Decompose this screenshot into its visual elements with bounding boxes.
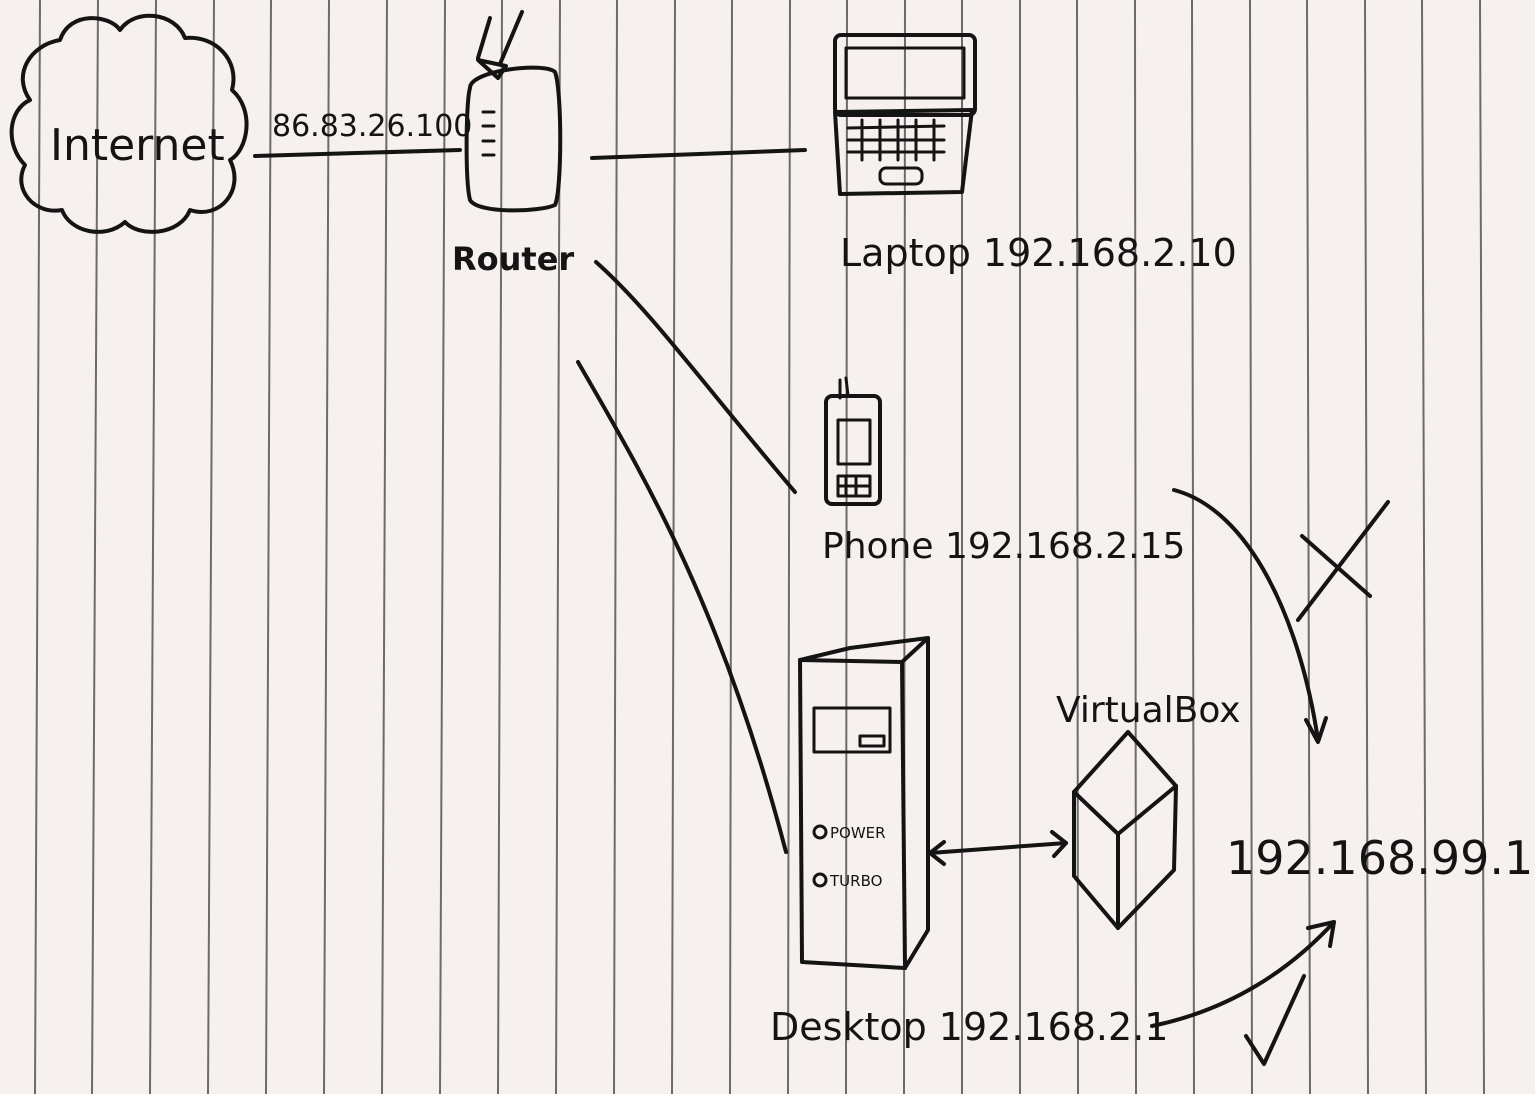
turbo-led	[812, 872, 828, 888]
desktop-turbo-label: TURBO	[829, 872, 882, 890]
phone-vm-arrow	[1172, 488, 1328, 744]
desktop-vm-arrow	[1150, 920, 1336, 1028]
check-mark-icon	[1244, 974, 1306, 1066]
router-laptop-link	[590, 148, 807, 160]
power-led	[812, 824, 828, 840]
page-ruling	[34, 0, 1485, 1094]
cloud-icon	[9, 13, 249, 234]
phone-label: Phone 192.168.2.15	[822, 526, 1185, 567]
phone-icon	[824, 376, 882, 506]
cross-mark-icon	[1296, 500, 1390, 622]
desktop-tower-icon	[798, 636, 930, 970]
router-phone-link	[594, 260, 797, 494]
wan-link	[253, 148, 462, 158]
router-desktop-link	[576, 360, 788, 854]
router-label: Router	[452, 240, 574, 278]
vm-ip-label: 192.168.99.100	[1226, 831, 1535, 885]
desktop-virtualbox-arrow	[928, 830, 1068, 866]
laptop-label: Laptop 192.168.2.10	[840, 231, 1237, 275]
virtualbox-label: VirtualBox	[1056, 690, 1241, 731]
desktop-power-label: POWER	[830, 824, 886, 842]
router-icon	[464, 10, 563, 213]
internet-label: Internet	[50, 120, 225, 171]
wan-ip-label: 86.83.26.100	[272, 109, 472, 144]
cube-icon	[1072, 730, 1178, 930]
desktop-label: Desktop 192.168.2.1	[770, 1005, 1168, 1049]
laptop-icon	[833, 33, 977, 196]
